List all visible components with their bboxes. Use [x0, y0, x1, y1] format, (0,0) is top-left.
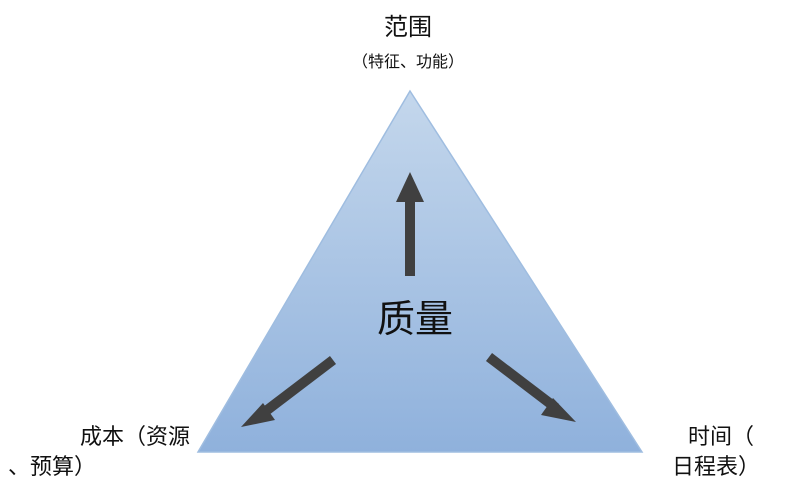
quality-label: 质量: [376, 297, 453, 341]
quality-triangle: [196, 89, 644, 453]
scope-title: 范围: [384, 13, 432, 41]
cost-label-line2: 、预算）: [8, 455, 97, 480]
arrow-down-right-icon: [485, 353, 576, 422]
arrow-up-icon: [396, 172, 424, 276]
time-label-line1: 时间（: [688, 425, 755, 450]
scope-subtitle: （特征、功能）: [351, 52, 464, 71]
cost-label-line1: 成本（资源: [80, 424, 191, 452]
arrow-down-left-icon: [241, 356, 337, 427]
time-label-line2: 日程表）: [672, 455, 761, 480]
